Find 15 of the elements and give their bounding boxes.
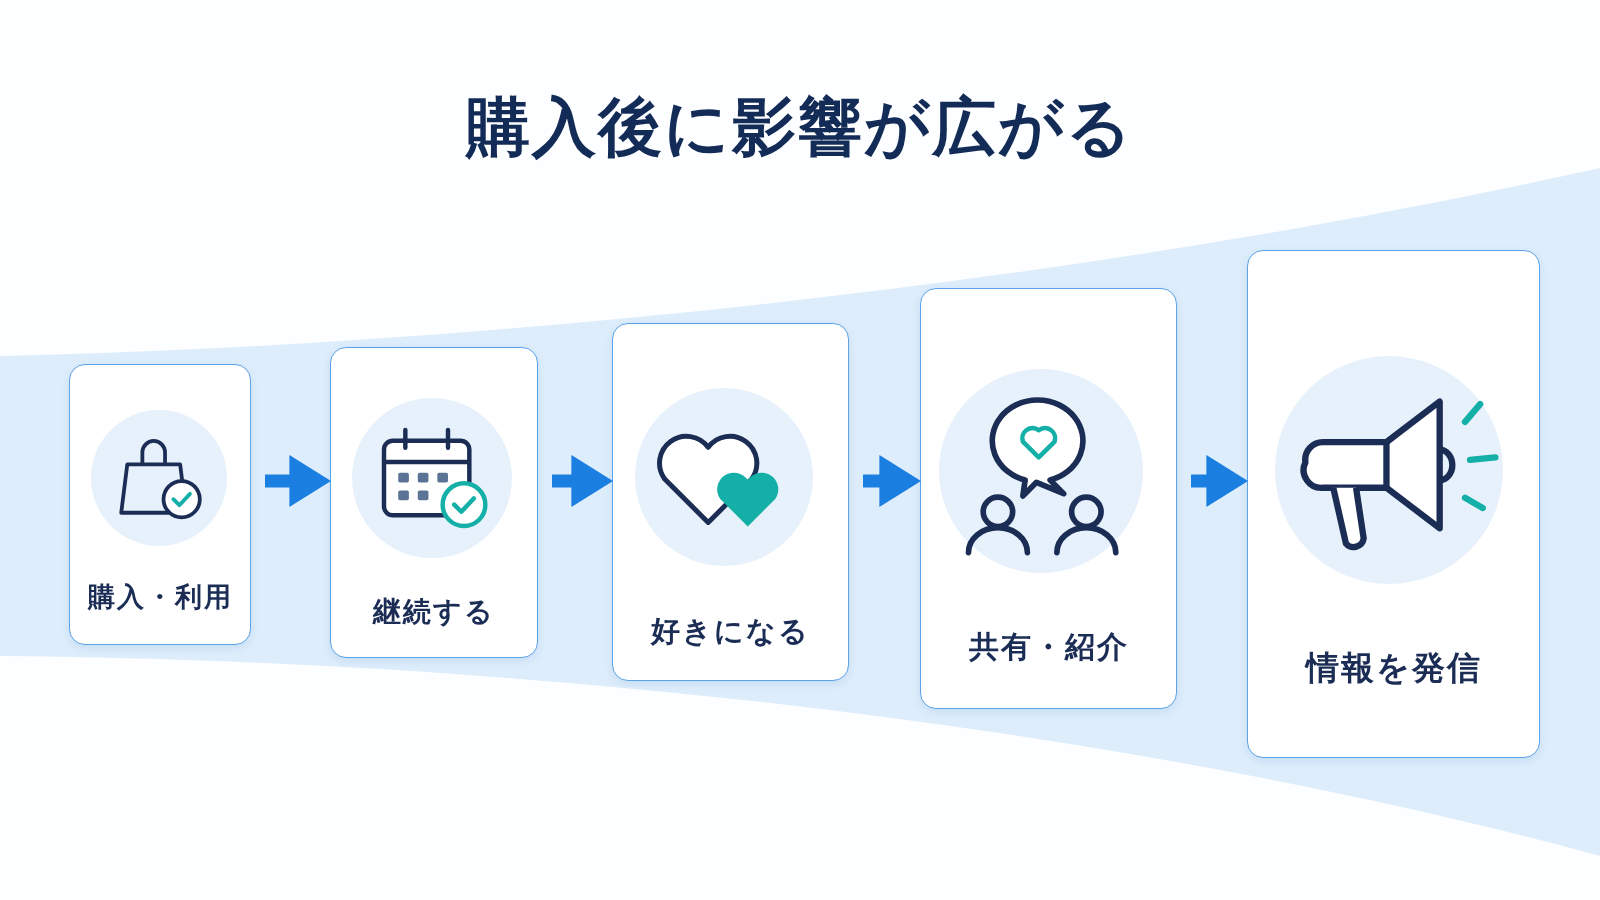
step-label: 好きになる (649, 613, 811, 650)
arrow (265, 455, 331, 507)
step-label: 購入・利用 (86, 580, 234, 614)
arrow (552, 455, 613, 507)
step-label: 情報を発信 (1303, 647, 1483, 689)
step-card (69, 364, 251, 645)
arrow (863, 455, 921, 507)
step-card (1247, 250, 1540, 758)
arrow (1191, 455, 1248, 507)
step-card (612, 323, 849, 681)
step-label: 共有・紹介 (967, 628, 1130, 666)
step-card (920, 288, 1177, 709)
step-label: 継続する (371, 594, 496, 630)
title: 購入後に影響が広がる (464, 89, 1135, 166)
step-card (330, 347, 538, 658)
